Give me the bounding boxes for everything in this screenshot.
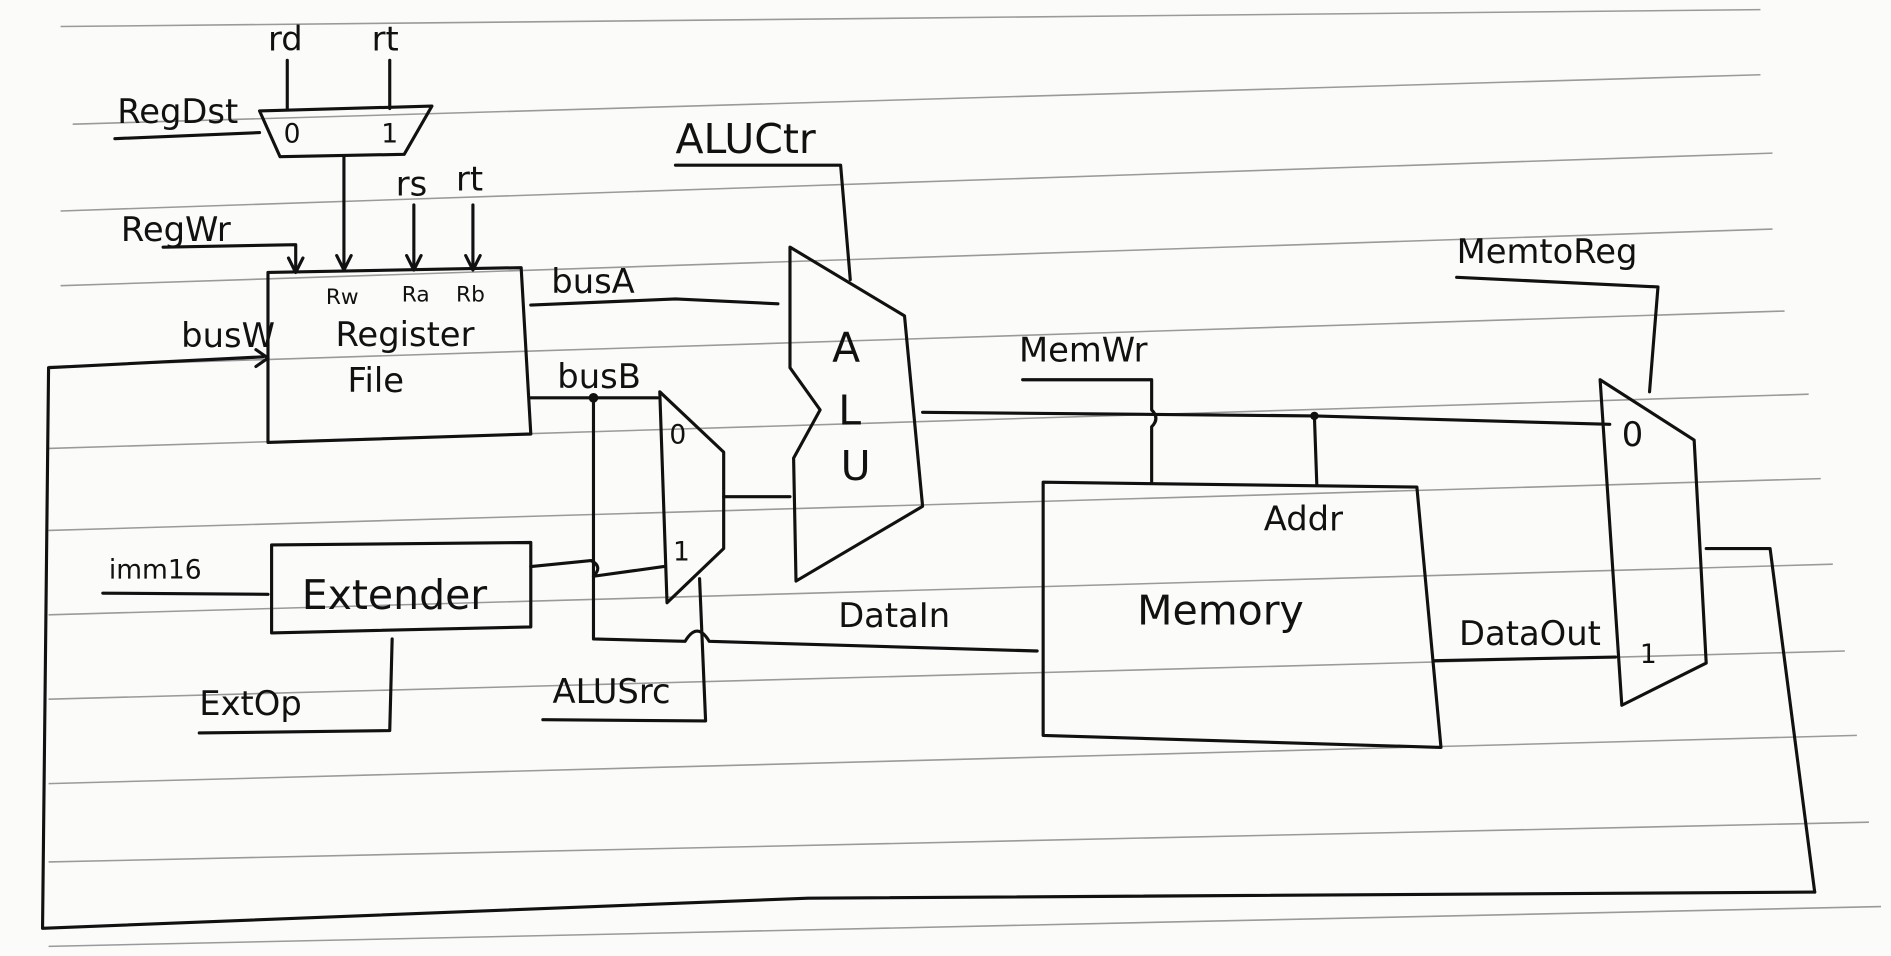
rs-label: rs	[396, 164, 427, 203]
rt-label-2: rt	[456, 159, 483, 198]
memory-label: Memory	[1137, 586, 1304, 634]
alu-letter-u: U	[841, 442, 871, 490]
memwr-label: MemWr	[1019, 331, 1148, 370]
memtoreg-port1: 1	[1640, 639, 1657, 670]
rt-label: rt	[372, 20, 399, 59]
datain-label: DataIn	[838, 596, 950, 635]
ra-port: Ra	[402, 282, 430, 307]
busa-label: busA	[551, 262, 634, 301]
alu-letter-l: L	[838, 386, 861, 434]
memtoreg-label: MemtoReg	[1457, 232, 1638, 271]
aluctr-label: ALUCtr	[675, 115, 815, 163]
regdst-mux: rd rt 0 1 RegDst	[113, 20, 434, 272]
alusrc-port0: 0	[669, 420, 686, 451]
alusrc-label: ALUSrc	[552, 672, 670, 711]
addr-label: Addr	[1264, 499, 1343, 538]
memtoreg-port0: 0	[1622, 415, 1643, 454]
extop-label: ExtOp	[199, 684, 302, 723]
alu-letter-a: A	[832, 324, 860, 372]
alusrc-mux: 0 1 ALUSrc	[541, 390, 1039, 723]
alusrc-port1: 1	[673, 537, 690, 568]
regdst-port0: 0	[284, 118, 301, 149]
dataout-label: DataOut	[1459, 614, 1601, 653]
regdst-label: RegDst	[117, 92, 238, 131]
rb-port: Rb	[456, 282, 485, 307]
rd-label: rd	[268, 20, 303, 59]
extender-label: Extender	[302, 571, 488, 619]
busb-label: busB	[557, 357, 641, 396]
writeback-wire	[40, 355, 1817, 930]
memtoreg-mux: 0 1 MemtoReg	[1455, 232, 1817, 894]
imm16-label: imm16	[109, 555, 202, 586]
rw-port: Rw	[326, 285, 359, 310]
register-file: Rw Ra Rb Register File rs rt RegWr busW …	[121, 159, 780, 445]
regwr-label: RegWr	[121, 210, 231, 249]
busw-label: busW	[181, 316, 275, 355]
data-memory: Addr Memory DataIn DataOut MemWr	[838, 331, 1618, 750]
regdst-port1: 1	[381, 118, 398, 149]
register-label: Register	[335, 315, 474, 354]
file-label: File	[348, 361, 404, 400]
alu: A L U ALUCtr	[673, 115, 925, 583]
